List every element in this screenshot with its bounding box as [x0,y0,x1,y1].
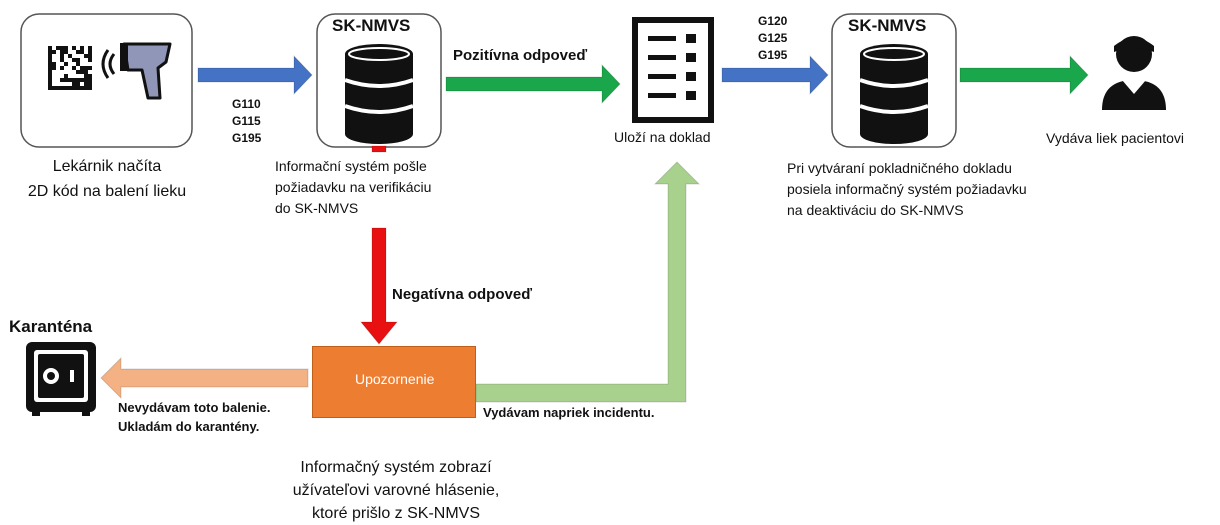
arrow-server-red-stub [371,145,387,153]
pharmacist-description: Lekárnik načíta 2D kód na balení lieku [27,158,187,200]
database-icon [859,44,929,144]
request-description: Informační systém pošle požiadavku na ve… [275,158,432,216]
codes-deactivation: G120 G125 G195 [758,14,788,62]
server2-label: SK-NMVS [848,16,927,35]
person-icon [1102,36,1166,110]
server1-label: SK-NMVS [332,16,411,35]
document-list-icon [632,17,714,123]
arrow-alert-to-document [475,161,701,403]
arrow-document-to-server2 [721,54,829,96]
codes-request: G110 G115 G195 [232,97,262,145]
deactivation-description: Pri vytváraní pokladničného dokladu posi… [787,160,1027,218]
negative-response-label: Negatívna odpoveď [392,286,532,303]
quarantine-title: Karanténa [9,317,93,336]
alert-label: Upozornenie [355,371,435,387]
quarantine-action-label: Nevydávam toto balenie. Ukladám do karan… [118,400,271,434]
barcode-scanner-icon [101,42,172,100]
database-icon [344,44,414,144]
dispense-anyway-label: Vydávam napriek incidentu. [483,405,655,420]
scanner-box [20,13,193,148]
arrow-server2-to-patient [959,54,1089,96]
datamatrix-code-icon [48,46,92,90]
alert-box: Upozornenie [312,346,476,418]
arrow-server-to-document [445,63,621,105]
arrow-scan-to-server [197,54,313,96]
warning-description: Informačný systém zobrazí užívateľovi va… [292,459,500,522]
patient-caption: Vydáva liek pacientovi [1046,130,1185,146]
positive-response-label: Pozitívna odpoveď [453,47,588,64]
arrow-alert-to-quarantine [100,356,309,400]
arrow-server-to-alert [359,227,399,345]
document-caption: Uloží na doklad [614,129,711,145]
safe-icon [26,342,96,416]
